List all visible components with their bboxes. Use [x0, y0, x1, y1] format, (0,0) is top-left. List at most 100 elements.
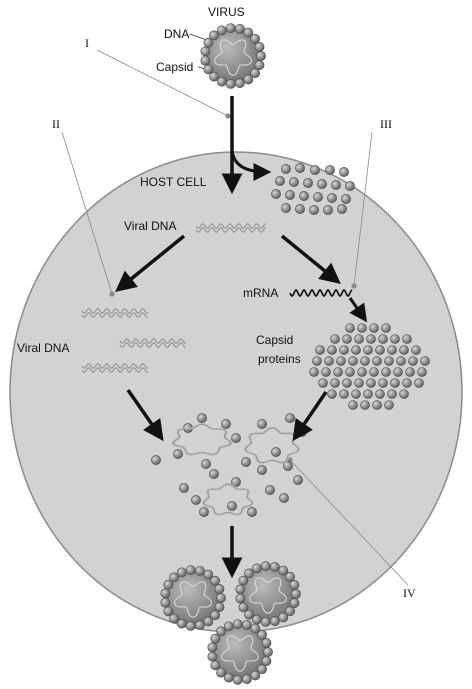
translated-capsid-protein — [309, 367, 319, 377]
virion-genome — [174, 581, 212, 618]
translated-capsid-protein — [327, 345, 337, 355]
released-capsid-protein — [285, 190, 295, 200]
genome-loop-strand — [202, 482, 254, 516]
assembling-capsid-protein — [279, 493, 289, 503]
translated-capsid-protein — [363, 389, 373, 399]
leader-line-iii-dot — [351, 283, 357, 289]
translated-capsid-protein — [324, 356, 334, 366]
dna-strand-b — [81, 367, 149, 373]
translated-capsid-protein — [393, 367, 403, 377]
translated-capsid-protein — [357, 323, 367, 333]
leader-line-iii — [353, 131, 373, 287]
assembling-capsid-protein — [227, 501, 237, 511]
assembling-capsid-protein — [241, 457, 251, 467]
capsomere — [194, 565, 205, 576]
capsomere — [223, 672, 234, 683]
capsomere — [216, 76, 227, 87]
capsomere — [243, 74, 254, 85]
genome-loop-strand — [172, 423, 232, 456]
released-virion-2 — [235, 561, 301, 627]
translation-arrow — [348, 297, 368, 323]
translated-capsid-protein — [384, 400, 394, 410]
released-capsid-protein — [310, 165, 320, 175]
capsomere — [176, 567, 187, 578]
capsomere — [278, 612, 289, 623]
released-capsid-protein — [325, 165, 335, 175]
capsomere — [285, 571, 295, 582]
capsomere — [210, 610, 220, 621]
viral-dna-copy-2 — [119, 338, 187, 348]
dna-label: DNA — [164, 27, 189, 41]
dna-strands — [81, 223, 353, 373]
capsomere — [169, 572, 179, 583]
translated-capsid-protein — [399, 345, 409, 355]
translated-capsid-protein — [348, 356, 358, 366]
assembling-capsid-protein — [231, 433, 241, 443]
released-capsid-protein — [275, 176, 285, 186]
capsomere — [269, 616, 280, 627]
translated-capsid-protein — [345, 367, 355, 377]
virion-genome — [249, 577, 287, 614]
leader-line-i — [96, 49, 229, 117]
capsomere — [261, 638, 272, 648]
translated-capsid-protein — [402, 378, 412, 388]
capsomere — [216, 667, 226, 678]
capsomere — [223, 621, 234, 632]
capsomere — [185, 565, 196, 575]
capsomere — [261, 656, 272, 666]
capsomere — [250, 33, 260, 44]
translated-capsid-protein — [387, 389, 397, 399]
translated-capsid-protein — [381, 367, 391, 377]
assembling-genome-3 — [202, 482, 254, 516]
leader-line-ii-dot — [109, 291, 115, 297]
translated-capsid-protein — [366, 378, 376, 388]
released-capsid-protein — [327, 193, 337, 203]
translated-capsid-protein — [318, 378, 328, 388]
released-capsid-protein — [341, 194, 351, 204]
capsomere — [243, 27, 254, 38]
viral-dna-copy-1 — [81, 308, 149, 318]
capsomere — [160, 588, 171, 599]
assembling-capsid-protein — [271, 447, 281, 457]
viral-dna-label-left: Viral DNA — [17, 341, 69, 355]
assembling-capsid-protein — [265, 485, 275, 495]
capsomere — [257, 664, 267, 675]
capsomere — [163, 606, 174, 617]
marker-iii: III — [380, 117, 392, 131]
assembling-genome-1 — [171, 422, 233, 456]
assembling-capsid-protein — [283, 461, 293, 471]
replication-arrow — [115, 234, 186, 292]
capsomere — [250, 670, 261, 681]
released-capsid-protein — [295, 204, 305, 214]
capsomere — [260, 561, 271, 571]
marker-iv: IV — [403, 586, 416, 600]
dna-strand-a — [81, 363, 149, 369]
translated-capsid-protein — [354, 334, 364, 344]
translated-capsid-protein — [351, 389, 361, 399]
translated-capsid-protein — [372, 400, 382, 410]
translated-capsid-protein — [390, 334, 400, 344]
translated-capsid-protein — [411, 345, 421, 355]
dna-strand-b — [119, 342, 187, 348]
released-capsid-protein — [295, 163, 305, 173]
translated-capsid-protein — [321, 367, 331, 377]
dna-to-assembly-arrow — [126, 389, 164, 442]
translated-capsid-protein — [360, 356, 370, 366]
uncoating-arrow — [230, 149, 272, 181]
capsomere — [269, 561, 280, 572]
capsomere — [176, 618, 187, 629]
dna-strand-a — [81, 308, 149, 314]
capsomere — [289, 598, 300, 608]
released-capsid-protein — [303, 178, 313, 188]
genome-loop-strand — [245, 427, 299, 464]
capsomere — [241, 619, 252, 630]
genome-loop-strand — [203, 483, 253, 516]
translated-capsid-protein — [387, 345, 397, 355]
assembling-capsid-protein — [257, 419, 267, 429]
capsomere — [210, 575, 220, 586]
capsomere — [194, 620, 205, 631]
capsomere — [244, 568, 254, 579]
capsomere — [200, 55, 211, 66]
translated-capsid-protein — [369, 367, 379, 377]
